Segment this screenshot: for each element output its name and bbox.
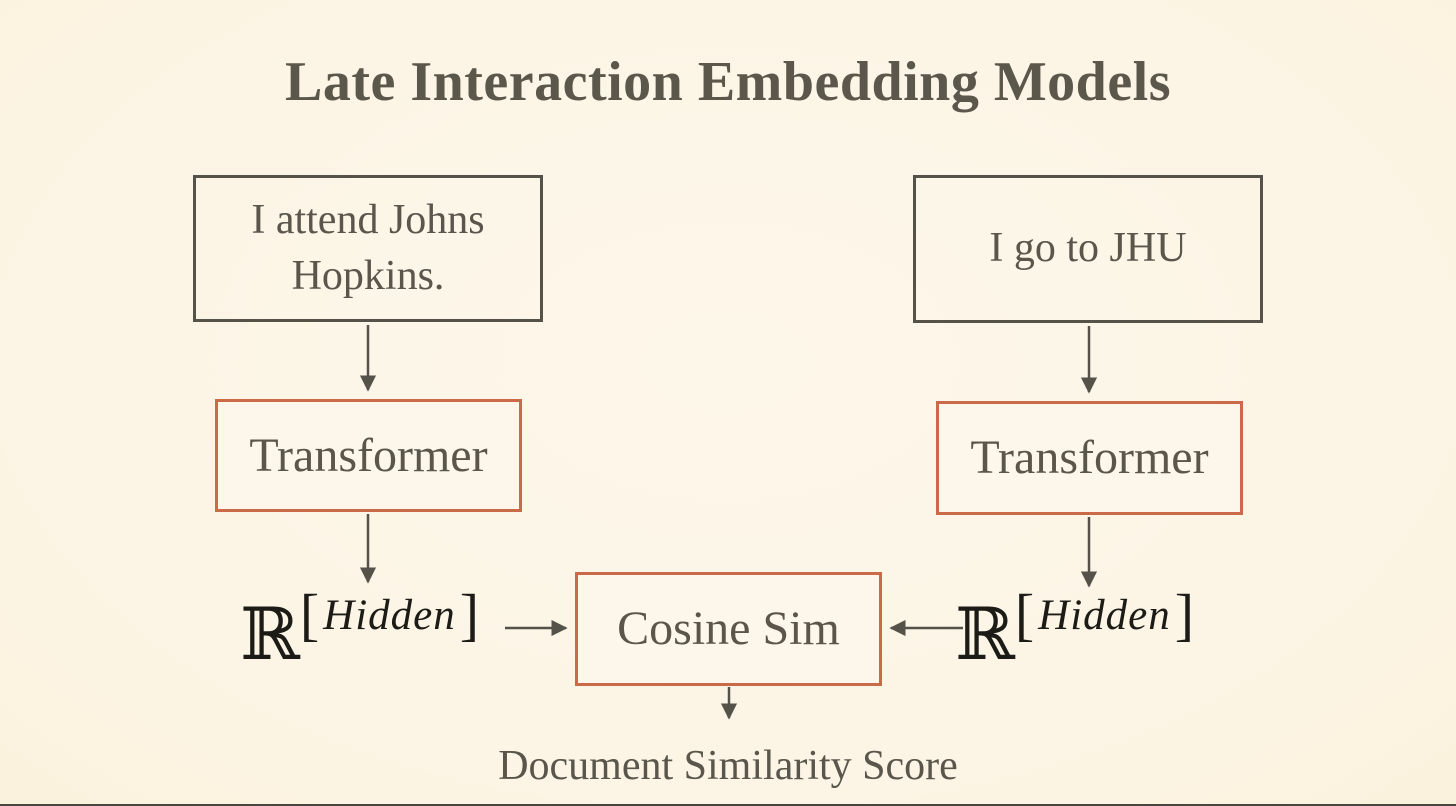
hidden-dimension-label: Hidden <box>1038 591 1171 639</box>
real-numbers-symbol: ℝ <box>240 592 300 676</box>
left-embedding-formula: ℝ [ Hidden ] <box>240 586 479 676</box>
right-transformer-label: Transformer <box>970 431 1209 485</box>
right-input-text: I go to JHU <box>989 225 1187 272</box>
document-similarity-score-label: Document Similarity Score <box>498 743 958 789</box>
close-bracket: ] <box>459 582 480 647</box>
real-numbers-symbol: ℝ <box>955 592 1015 676</box>
slide-bottom-edge <box>0 804 1456 806</box>
right-input-box: I go to JHU <box>913 175 1263 323</box>
left-input-box: I attend Johns Hopkins. <box>193 175 543 322</box>
left-embedding-superscript: [ Hidden ] <box>300 586 479 644</box>
right-embedding-superscript: [ Hidden ] <box>1015 586 1194 644</box>
left-input-text: I attend Johns Hopkins. <box>251 197 485 299</box>
close-bracket: ] <box>1174 582 1195 647</box>
page-title: Late Interaction Embedding Models <box>284 51 1172 113</box>
left-transformer-box: Transformer <box>215 399 522 512</box>
cosine-sim-box: Cosine Sim <box>575 572 882 686</box>
open-bracket: [ <box>299 582 320 647</box>
right-transformer-box: Transformer <box>936 401 1243 515</box>
cosine-sim-label: Cosine Sim <box>617 602 840 656</box>
left-transformer-label: Transformer <box>249 428 488 482</box>
right-embedding-formula: ℝ [ Hidden ] <box>955 586 1194 676</box>
hidden-dimension-label: Hidden <box>323 591 456 639</box>
open-bracket: [ <box>1014 582 1035 647</box>
